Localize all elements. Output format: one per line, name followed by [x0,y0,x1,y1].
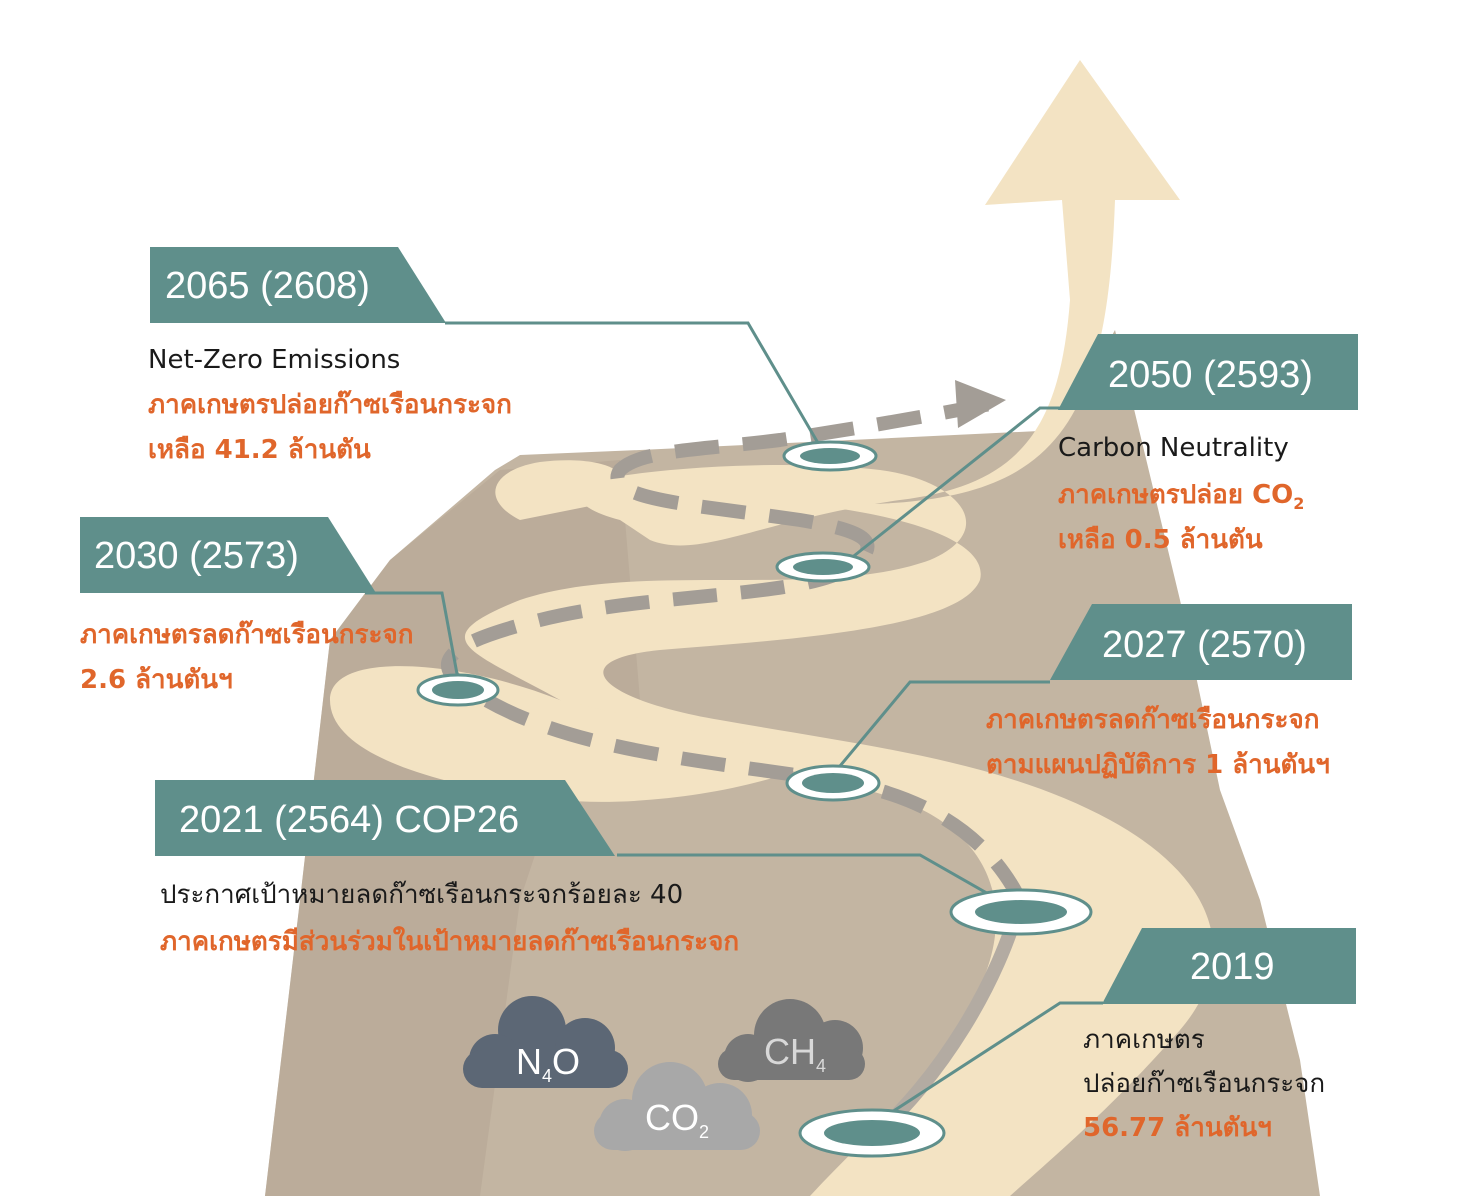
leader-line-2065 [445,321,827,456]
label-2065-banner [150,247,446,323]
marker-2050 [775,551,871,583]
co2-sub: 2 [699,1122,710,1143]
year-2027: 2027 (2570) [1102,624,1307,666]
leader-line-2030 [365,591,462,691]
leader-line-2050 [839,406,1063,569]
label-2050-banner [1058,334,1358,410]
m2019-line1: ภาคเกษตร [1083,1025,1205,1055]
m2030-line1: ภาคเกษตรลดก๊าซเรือนกระจก [80,620,414,650]
m2050-line3: เหลือ 0.5 ล้านตัน [1058,525,1263,555]
leader-line-2027 [828,680,1050,779]
cloud-ch4 [718,999,865,1082]
ch4-main: CH [764,1031,816,1072]
label-2030: 2030 (2573) [80,517,376,593]
m2065-line1: Net-Zero Emissions [148,345,401,375]
cloud-n2o [463,996,628,1088]
marker-2030 [416,673,500,707]
gas-ch4-label: CH4 [764,1031,827,1077]
label-2027-banner [1050,604,1352,680]
marker-2021 [949,888,1093,936]
label-2019-banner [1102,928,1356,1004]
m2021-line1: ประกาศเป้าหมายลดก๊าซเรือนกระจกร้อยละ 40 [160,880,684,910]
m2019-line2: ปล่อยก๊าซเรือนกระจก [1083,1069,1326,1099]
m2030-line2: 2.6 ล้านตันฯ [80,665,233,695]
n2o-sub: 4 [542,1066,553,1087]
cloud-co2 [594,1062,760,1151]
gas-co2-label: CO2 [645,1097,710,1143]
year-2030: 2030 (2573) [94,535,299,577]
label-2030-banner [80,517,376,593]
label-2027: 2027 (2570) [1012,604,1352,680]
m2021-line2: ภาคเกษตรมีส่วนร่วมในเป้าหมายลดก๊าซเรือนก… [160,927,740,957]
m2050-line2-main: ภาคเกษตรปล่อย CO [1058,480,1294,510]
year-2021: 2021 (2564) COP26 [179,799,520,841]
leader-line-2019 [871,1001,1103,1127]
ch4-sub: 4 [816,1056,827,1077]
label-2021: 2021 (2564) COP26 [155,780,615,856]
label-2019: 2019 [1062,928,1356,1004]
planned-path [441,395,1027,904]
m2065-line3: เหลือ 41.2 ล้านตัน [148,435,371,465]
year-2019: 2019 [1190,946,1275,988]
m2019-line3: 56.77 ล้านตันฯ [1083,1113,1272,1143]
marker-2027 [785,764,881,802]
m2027-line1: ภาคเกษตรลดก๊าซเรือนกระจก [986,705,1320,735]
m2065-line2: ภาคเกษตรปล่อยก๊าซเรือนกระจก [148,390,512,420]
m2050-line2-sub: 2 [1293,494,1305,514]
planned-path-arrowhead [955,380,1006,428]
label-2050: 2050 (2593) [1018,334,1358,410]
n2o-main: N [516,1041,542,1082]
year-2065: 2065 (2608) [165,265,370,307]
m2027-line2: ตามแผนปฏิบัติการ 1 ล้านตันฯ [986,750,1330,780]
label-2065: 2065 (2608) [150,247,446,323]
gas-n2o-label: N4O [516,1041,581,1087]
n2o-tail: O [552,1041,581,1082]
co2-main: CO [645,1097,699,1138]
marker-2019 [798,1108,946,1158]
m2050-line1: Carbon Neutrality [1058,433,1289,463]
marker-2065 [782,440,878,472]
road-upper-left [495,460,626,520]
label-2021-banner [155,780,615,856]
year-2050: 2050 (2593) [1108,354,1313,396]
m2050-line2: ภาคเกษตรปล่อย CO2 [1058,475,1304,517]
